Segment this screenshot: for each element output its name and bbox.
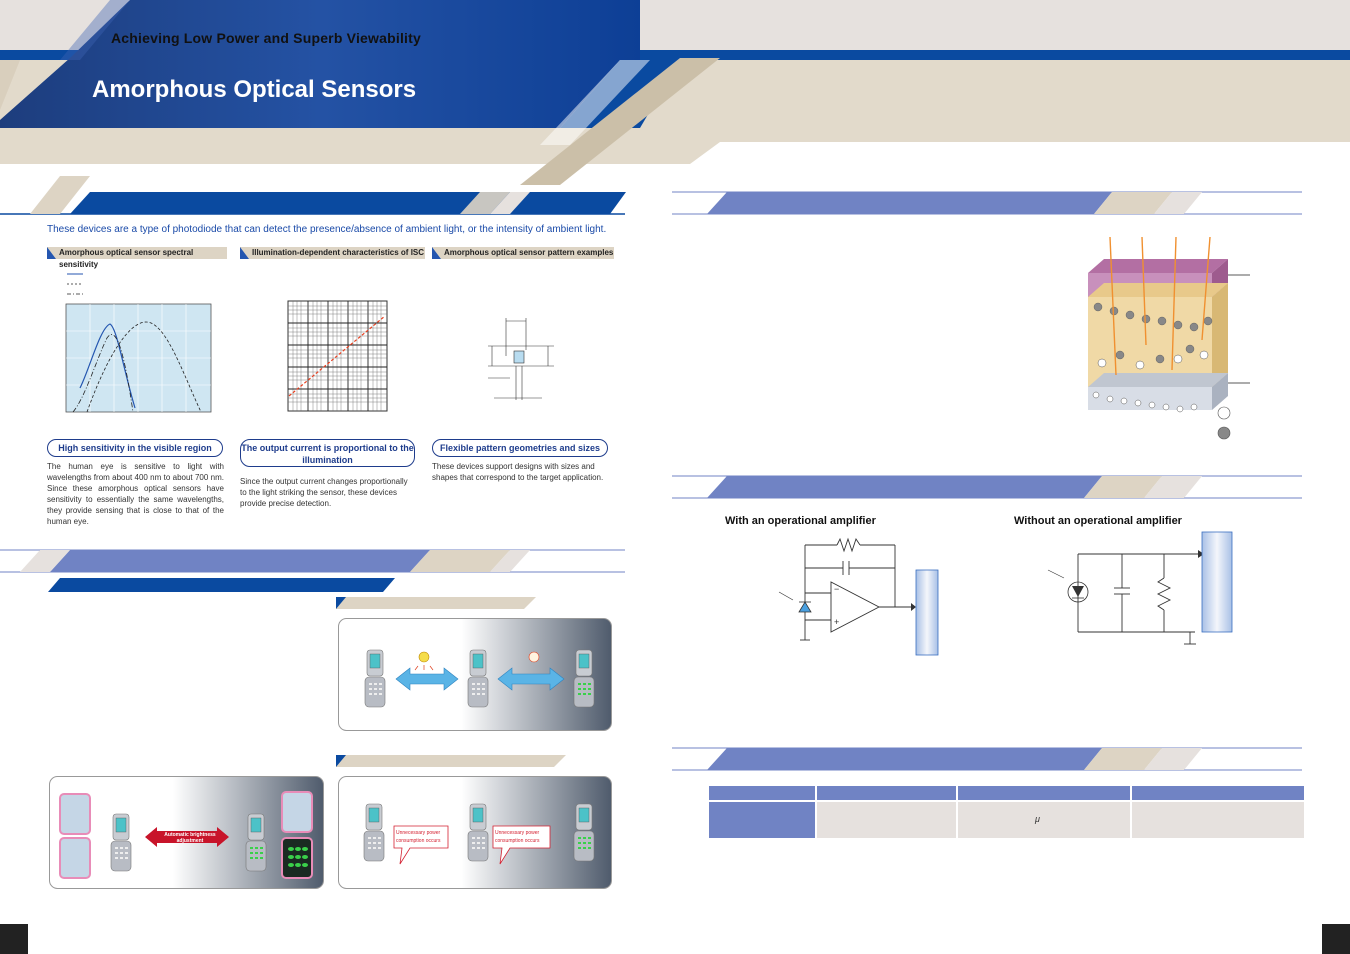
callout-power-2: Unnecessary power consumption occurs xyxy=(495,830,540,844)
section-bar-structure xyxy=(672,191,1302,215)
callout-power-1: Unnecessary power consumption occurs xyxy=(396,830,441,844)
section-bar-circuits xyxy=(672,475,1302,499)
spec-table-cell xyxy=(958,802,1130,838)
spec-table-mu: μ xyxy=(1035,814,1040,824)
spec-table-header-cell xyxy=(958,786,1130,800)
features-intro: These devices are a type of photodiode t… xyxy=(47,224,607,235)
tag-spectral: Amorphous optical sensor spectral sensit… xyxy=(47,247,227,269)
section-bar-specs xyxy=(672,747,1302,771)
spec-table-cell xyxy=(817,802,956,838)
page-corner-right xyxy=(1322,924,1350,954)
spec-table-row-header xyxy=(709,802,815,838)
spectral-sensitivity-chart xyxy=(65,273,212,413)
header-stripe xyxy=(0,50,1350,60)
opamp-plus: + xyxy=(834,617,840,627)
spec-table-header-cell xyxy=(817,786,956,800)
page-title: Amorphous Optical Sensors xyxy=(92,76,417,103)
panel-tag-top xyxy=(336,597,536,609)
heading-proportional: The output current is proportional to th… xyxy=(240,439,415,467)
panel-power-waste xyxy=(338,776,612,889)
header-subtitle: Achieving Low Power and Superb Viewabili… xyxy=(111,30,421,46)
panel-tag-bottom xyxy=(336,755,566,767)
body-visible-region: The human eye is sensitive to light with… xyxy=(47,462,224,526)
circuit-title-without-amp: Without an operational amplifier xyxy=(1014,515,1182,527)
spec-table-header-cell xyxy=(1132,786,1304,800)
body-proportional: Since the output current changes proport… xyxy=(240,477,408,508)
section-bar-features xyxy=(0,176,626,215)
spec-table-header-cell xyxy=(709,786,815,800)
sensor-cross-section xyxy=(1088,236,1250,440)
body-flexible-pattern: These devices support designs with sizes… xyxy=(432,462,604,482)
page-corner-left xyxy=(0,924,28,954)
heading-visible-region: High sensitivity in the visible region xyxy=(47,439,223,457)
circuit-without-opamp xyxy=(1047,531,1233,645)
panel-light-detection xyxy=(338,618,612,731)
opamp-minus: − xyxy=(834,584,840,594)
tag-illumination: Illumination-dependent characteristics o… xyxy=(240,247,425,259)
auto-brightness-label: Automatic brightness adjustment xyxy=(164,832,216,844)
heading-flexible-pattern: Flexible pattern geometries and sizes xyxy=(432,439,608,457)
circuit-with-opamp xyxy=(778,537,939,656)
spec-table: μ xyxy=(709,786,1304,838)
pattern-example-drawing xyxy=(488,318,554,400)
isc-illumination-chart xyxy=(287,300,388,412)
header-graphic xyxy=(0,0,1350,185)
section-bar-applications xyxy=(0,549,625,592)
circuit-title-with-amp: With an operational amplifier xyxy=(725,515,876,527)
panel-auto-brightness xyxy=(49,776,324,889)
spec-table-cell xyxy=(1132,802,1304,838)
tag-pattern: Amorphous optical sensor pattern example… xyxy=(432,247,614,259)
